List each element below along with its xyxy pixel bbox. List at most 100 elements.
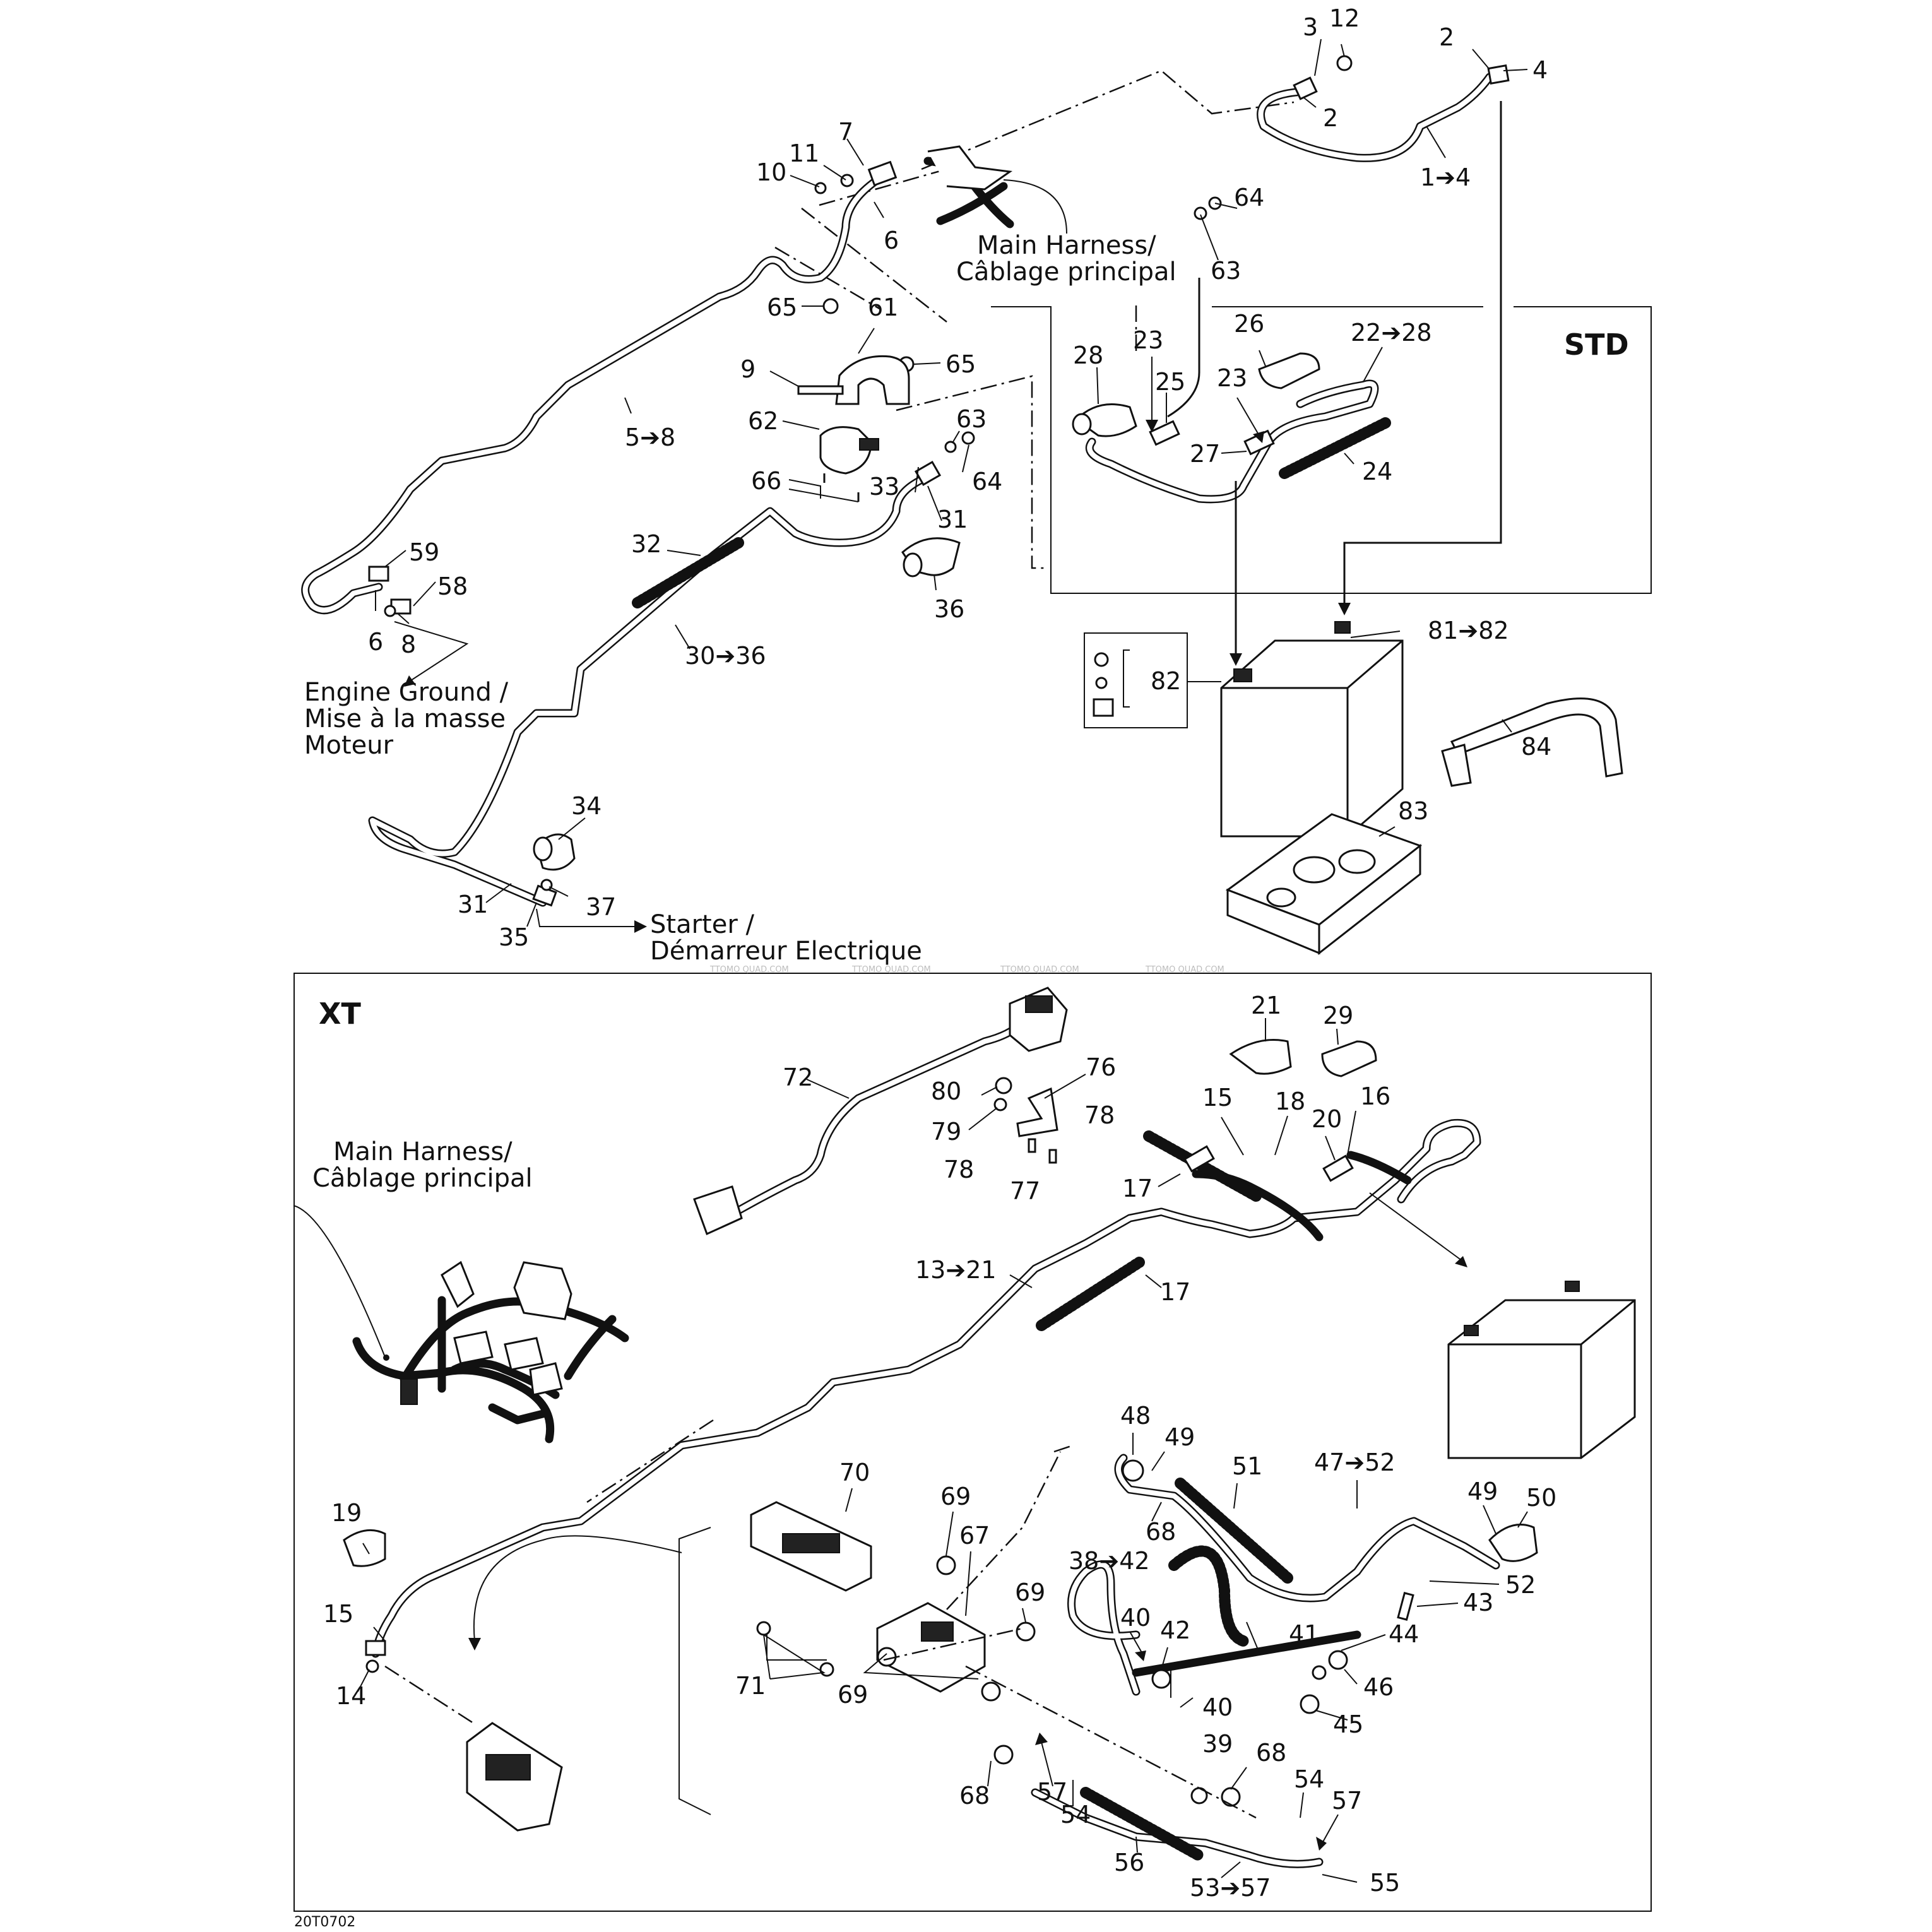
callout-58: 58 <box>437 572 468 600</box>
callout-36: 36 <box>934 595 964 623</box>
callout-22-to-28: 22➔28 <box>1351 319 1432 347</box>
callout-61: 61 <box>868 293 898 321</box>
callout-5-to-8: 5➔8 <box>625 424 675 451</box>
callout-30-to-36: 30➔36 <box>685 642 766 670</box>
callout-14: 14 <box>336 1682 366 1710</box>
callouts-std: 28 23 25 26 23 22➔28 27 24 <box>1073 310 1432 485</box>
notes: Main Harness/ Câblage principal Engine G… <box>294 231 1224 1930</box>
callout-83: 83 <box>1398 797 1428 825</box>
note-main-harness-top-line1: Main Harness/ <box>977 231 1156 260</box>
callout-69: 69 <box>838 1681 868 1709</box>
main-harness-top <box>923 145 1067 234</box>
callout-48: 48 <box>1120 1402 1151 1430</box>
callout-31: 31 <box>458 891 488 918</box>
watermark: TTOMO QUAD.COM <box>709 965 789 975</box>
callout-43: 43 <box>1463 1589 1493 1616</box>
xt-section: XT <box>293 973 1652 1912</box>
callout-1-to-4: 1➔4 <box>1420 163 1471 191</box>
callout-78: 78 <box>944 1156 974 1183</box>
callout-17: 17 <box>1122 1175 1153 1202</box>
callout-69: 69 <box>940 1483 971 1510</box>
callout-56: 56 <box>1114 1849 1144 1876</box>
dash-leaders-top <box>774 69 1295 569</box>
callout-3: 3 <box>1303 13 1318 41</box>
xt-battery <box>1447 1281 1636 1459</box>
callout-59: 59 <box>409 538 439 566</box>
callouts-battery: 81➔82 82 84 83 <box>1151 617 1551 825</box>
callout-53-to-57: 53➔57 <box>1190 1874 1271 1902</box>
callout-52: 52 <box>1505 1571 1536 1599</box>
callout-7: 7 <box>838 118 853 146</box>
xt-cable-13-to-21 <box>365 1118 1481 1673</box>
callout-11: 11 <box>789 139 819 167</box>
callout-27: 27 <box>1190 440 1220 468</box>
callout-63: 63 <box>956 405 987 433</box>
std-section: STD <box>991 306 1652 594</box>
callout-77: 77 <box>1010 1177 1040 1205</box>
callout-23: 23 <box>1217 364 1247 392</box>
callout-40: 40 <box>1120 1604 1151 1632</box>
conduit-32 <box>632 537 744 608</box>
hardware-top <box>384 55 1353 891</box>
callout-33: 33 <box>869 473 899 501</box>
watermark: TTOMO QUAD.COM <box>851 965 931 975</box>
callout-6: 6 <box>884 227 899 254</box>
callout-57: 57 <box>1332 1787 1362 1815</box>
callout-44: 44 <box>1389 1620 1419 1648</box>
battery <box>1220 621 1404 838</box>
callout-65: 65 <box>945 350 976 378</box>
callout-55: 55 <box>1370 1869 1400 1897</box>
callout-19: 19 <box>331 1499 362 1527</box>
xt-cables-lower <box>1031 1454 1500 1868</box>
callout-63: 63 <box>1211 257 1241 285</box>
callout-8: 8 <box>401 631 416 658</box>
callout-76: 76 <box>1086 1053 1116 1081</box>
battery-tray-83 <box>1225 813 1423 956</box>
callout-66: 66 <box>751 467 781 495</box>
xt-dash-leaders <box>384 1419 1257 1819</box>
xt-frame <box>293 973 1652 1912</box>
figure-code: 20T0702 <box>294 1914 355 1930</box>
callout-13-to-21: 13➔21 <box>915 1256 997 1284</box>
cable-30-to-36 <box>368 461 942 907</box>
callout-37: 37 <box>586 893 616 921</box>
callout-41: 41 <box>1289 1620 1319 1648</box>
callout-15: 15 <box>323 1600 353 1628</box>
callout-72: 72 <box>783 1064 813 1091</box>
boot-34 <box>533 833 576 871</box>
callout-54: 54 <box>1060 1801 1091 1828</box>
callout-leaders <box>357 39 1528 1883</box>
callout-49: 49 <box>1467 1478 1498 1505</box>
boot-26 <box>1258 352 1320 389</box>
callout-6: 6 <box>368 628 383 656</box>
callout-62: 62 <box>748 407 778 435</box>
callout-23: 23 <box>1133 326 1163 354</box>
callout-9: 9 <box>740 355 756 383</box>
callout-79: 79 <box>931 1118 961 1146</box>
watermark: TTOMO QUAD.COM <box>1145 965 1224 975</box>
callout-46: 46 <box>1363 1673 1394 1701</box>
callout-24: 24 <box>1362 458 1392 485</box>
watermark: TTOMO QUAD.COM <box>1000 965 1079 975</box>
callout-45: 45 <box>1333 1710 1363 1738</box>
callout-57: 57 <box>1037 1778 1067 1806</box>
callout-82: 82 <box>1151 667 1181 695</box>
callout-34: 34 <box>571 792 602 820</box>
note-engine-ground-line3: Moteur <box>304 731 394 760</box>
note-engine-ground-line1: Engine Ground / <box>304 678 509 707</box>
callout-42: 42 <box>1160 1616 1190 1644</box>
callout-71: 71 <box>735 1672 766 1700</box>
xt-boots <box>343 1039 1538 1567</box>
battery-strap-84 <box>1441 697 1623 787</box>
callout-81-to-82: 81➔82 <box>1428 617 1509 644</box>
callout-68: 68 <box>1256 1739 1286 1767</box>
note-main-harness-top-line2: Câblage principal <box>956 258 1176 287</box>
callout-68: 68 <box>959 1782 990 1810</box>
callout-28: 28 <box>1073 341 1103 369</box>
callout-39: 39 <box>1202 1730 1233 1758</box>
std-cables <box>1085 278 1391 504</box>
xt-main-harness <box>293 1205 629 1443</box>
callout-4: 4 <box>1532 56 1548 84</box>
std-label: STD <box>1564 328 1629 362</box>
callout-84: 84 <box>1521 733 1551 761</box>
